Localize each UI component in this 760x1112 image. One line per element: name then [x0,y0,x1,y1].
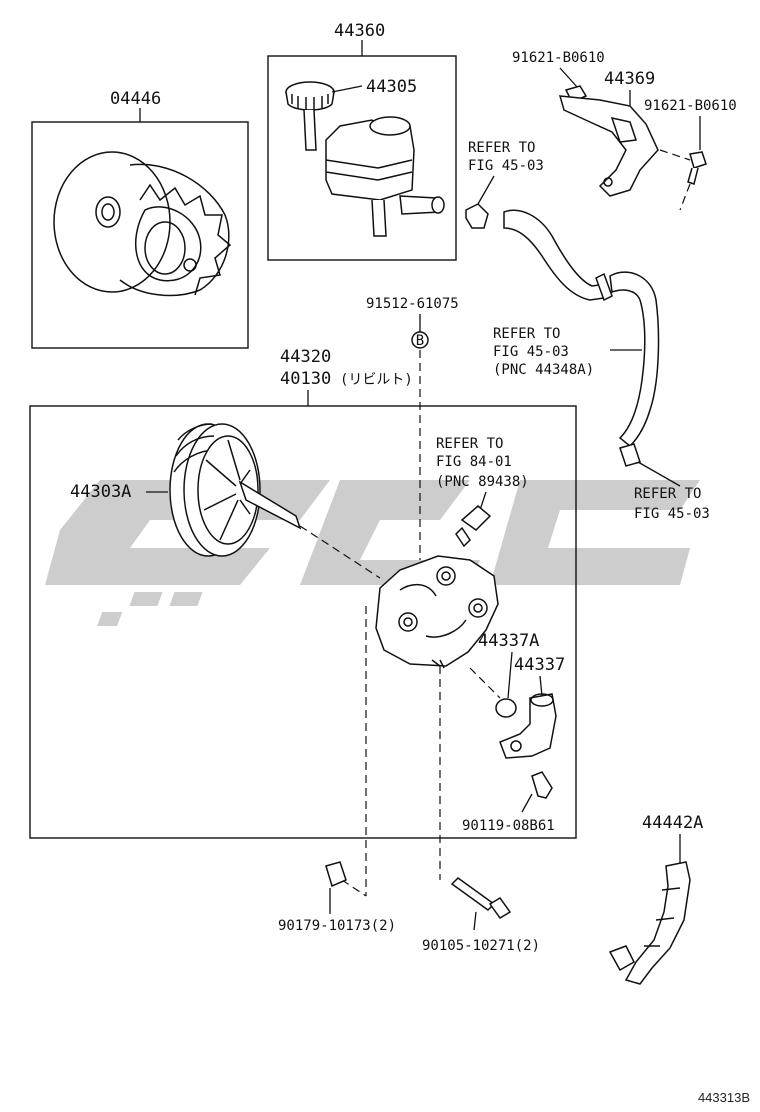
part-number-90105[interactable]: 90105-10271(2) [422,938,540,954]
union-leader [539,675,543,697]
bracket-44369-illustration [558,95,659,197]
marker-b-circle [411,331,429,349]
part-number-90179[interactable]: 90179-10173(2) [278,918,396,934]
refer-top-leader [477,175,495,205]
refer-hose-line-1: REFER TO [493,326,560,342]
refer-hose-line-2: FIG 45-03 [493,344,569,360]
part-number-40130[interactable]: 40130 [280,369,331,389]
pulley-illustration [169,423,302,557]
refer-top-line-2: FIG 45-03 [468,158,544,174]
hose-clamp-top-illustration [465,203,489,229]
pressure-switch-illustration [455,505,492,548]
bolt-90119-illustration [531,771,553,799]
refer-right-line-2: FIG 45-03 [634,506,710,522]
nut-90179-illustration [325,861,347,888]
part-number-44442a[interactable]: 44442A [642,813,703,833]
pump-box [29,405,577,839]
part-number-44320[interactable]: 44320 [280,347,331,367]
bracket-dash-line [659,149,691,211]
part-number-91512[interactable]: 91512-61075 [366,296,459,312]
part-number-44305[interactable]: 44305 [366,77,417,97]
return-hose-illustration [503,209,660,467]
nut-dash-line-2 [341,879,367,897]
part-number-04446[interactable]: 04446 [110,89,161,109]
cap-leader [331,85,363,93]
gasket-kit-illustration [53,151,232,297]
marker-b-label: B [416,333,424,349]
bracket-44442a-illustration [608,861,691,985]
refer-84-line-3: (PNC 89438) [436,474,529,490]
watermark-logo [45,480,700,626]
pump-body-illustration [375,555,499,669]
part-number-91621-a[interactable]: 91621-B0610 [512,50,605,66]
refer-84-line-1: REFER TO [436,436,503,452]
refer-top-line-1: REFER TO [468,140,535,156]
rebuilt-note: (リビルト) [340,372,413,388]
part-number-90119[interactable]: 90119-08B61 [462,818,555,834]
bolt-91621-b-illustration [687,151,707,185]
pulley-dash-line [299,525,381,579]
part-number-44337[interactable]: 44337 [514,655,565,675]
reservoir-tank-illustration [325,116,445,237]
oring-illustration [495,698,517,718]
union-illustration [499,693,557,759]
bolt-90119-leader [521,793,533,813]
bolt-91621-a-leader [559,67,579,89]
bolt-90105-leader [473,911,477,931]
part-number-44303a[interactable]: 44303A [70,482,131,502]
refer-right-line-1: REFER TO [634,486,701,502]
illustration-id: 443313B [698,1090,750,1105]
oring-leader [507,651,513,699]
part-number-91621-b[interactable]: 91621-B0610 [644,98,737,114]
refer-hose-line-3: (PNC 44348A) [493,362,594,378]
part-number-44369[interactable]: 44369 [604,69,655,89]
refer-right-leader [637,461,681,487]
oring-dash-line [469,667,501,699]
part-number-44337a[interactable]: 44337A [478,631,539,651]
refer-84-line-2: FIG 84-01 [436,454,512,470]
refer-84-leader [479,491,487,511]
part-number-44360[interactable]: 44360 [334,21,385,41]
bolt-90105-illustration [450,877,512,919]
